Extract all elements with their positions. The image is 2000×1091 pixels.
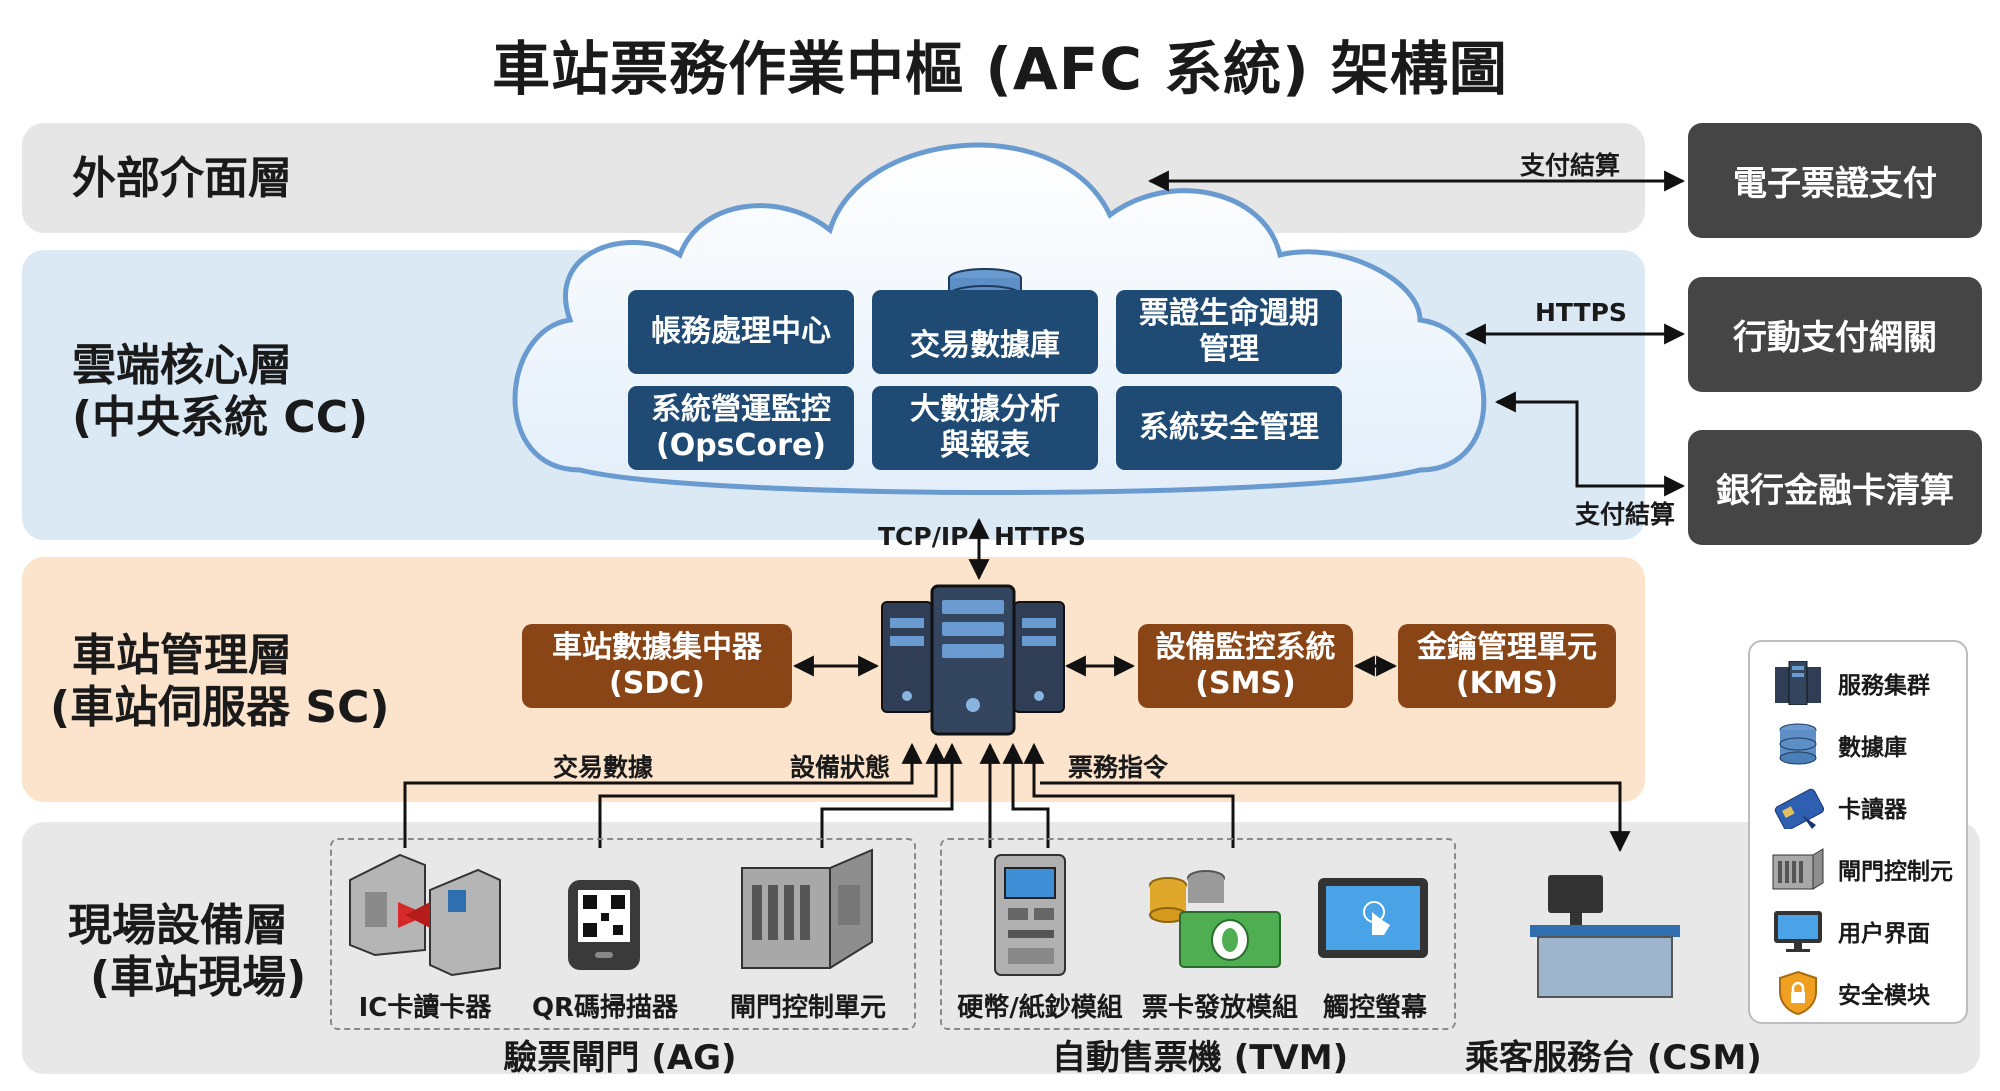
device-status-label: 設備狀態 [790,753,891,782]
device-touch-screen-label: 觸控螢幕 [1322,993,1427,1023]
cloud-module-accounting: 帳務處理中心 [628,290,854,374]
station-layer-band [22,557,1645,802]
external-layer-label: 外部介面層 [72,153,292,204]
qr-scanner-icon [568,880,640,970]
legend-item: 服務集群 [1770,658,1930,708]
device-ic-reader-label: IC卡讀卡器 [358,993,492,1023]
device-card-issue-label: 票卡發放模組 [1141,993,1298,1023]
tvm-group-box [940,838,1456,1030]
cloud-module-database: 交易數據庫 [872,290,1098,374]
tcpip-label: TCP/IP [878,522,969,551]
station-module-sdc: 車站數據集中器(SDC) [522,624,792,708]
customer-service-desk-icon [1530,875,1680,998]
server-cluster-icon [881,584,1065,736]
external-bank-card: 銀行金融卡清算 [1688,430,1982,545]
station-module-sms: 設備監控系統(SMS) [1138,624,1353,708]
group-ag-label: 驗票閘門 (AG) [503,1038,737,1078]
legend-item: 卡讀器 [1770,782,1907,832]
legend-item: 用户界面 [1770,906,1930,956]
server-cluster-icon [1770,660,1826,706]
cloud-layer-label: 雲端核心層(中央系統 CC) [72,340,369,443]
ic-reader-line [403,742,923,848]
gate-control-unit-icon [741,848,873,969]
external-mobile-pay: 行動支付網關 [1688,277,1982,392]
gate-line [820,742,963,848]
settlement-bottom-label: 支付結算 [1575,500,1676,529]
csm-command-line [1040,781,1631,853]
legend-item: 閘門控制元 [1770,844,1953,894]
device-gate-control-label: 閘門控制單元 [729,993,886,1023]
card-reader-icon [1770,784,1826,830]
qr-line [598,742,947,848]
field-layer-label: 現場設備層(車站現場) [68,900,307,1003]
station-layer-label: 車站管理層(車站伺服器 SC) [50,630,390,733]
https-label: HTTPS [1535,298,1627,327]
device-cash-module-label: 硬幣/紙鈔模組 [957,993,1123,1023]
security-shield-icon [1770,970,1826,1016]
transaction-data-label: 交易數據 [553,753,654,782]
gate-controller-icon [1770,846,1826,892]
device-qr-scanner-label: QR碼掃描器 [531,993,679,1023]
diagram-title: 車站票務作業中樞 (AFC 系統) 架構圖 [492,35,1508,103]
settlement-top-label: 支付結算 [1520,151,1621,180]
ticket-vending-machine-icon [994,854,1066,976]
gate-group-box [330,838,916,1030]
group-csm-label: 乘客服務台 (CSM) [1465,1038,1762,1078]
cloud-module-lifecycle: 票證生命週期管理 [1116,290,1342,374]
cloud-module-bigdata: 大數據分析與報表 [872,386,1098,470]
legend-item: 安全模块 [1770,968,1930,1018]
touch-screen-icon [1318,878,1428,958]
group-tvm-label: 自動售票機 (TVM) [1051,1038,1349,1078]
ticket-command-label: 票務指令 [1068,753,1169,782]
gate-turnstile-icon [349,853,501,977]
monitor-icon [1770,908,1826,954]
card-issue-line [1023,742,1235,848]
cloud-module-opscore: 系統營運監控(OpsCore) [628,386,854,470]
station-module-kms: 金鑰管理單元(KMS) [1398,624,1616,708]
database-icon [1770,722,1826,768]
legend-panel: 服務集群 數據庫 卡讀器 閘門控制元 用户界面 安全模块 [1748,640,1968,1024]
external-e-ticket: 電子票證支付 [1688,123,1982,238]
cash-line [1002,742,1050,848]
cloud-module-security: 系統安全管理 [1116,386,1342,470]
cash-module-icon [1149,870,1281,968]
settlement-bottom-arrow [1494,391,1686,497]
legend-item: 數據庫 [1770,720,1907,770]
https-vertical-label: HTTPS [994,522,1086,551]
